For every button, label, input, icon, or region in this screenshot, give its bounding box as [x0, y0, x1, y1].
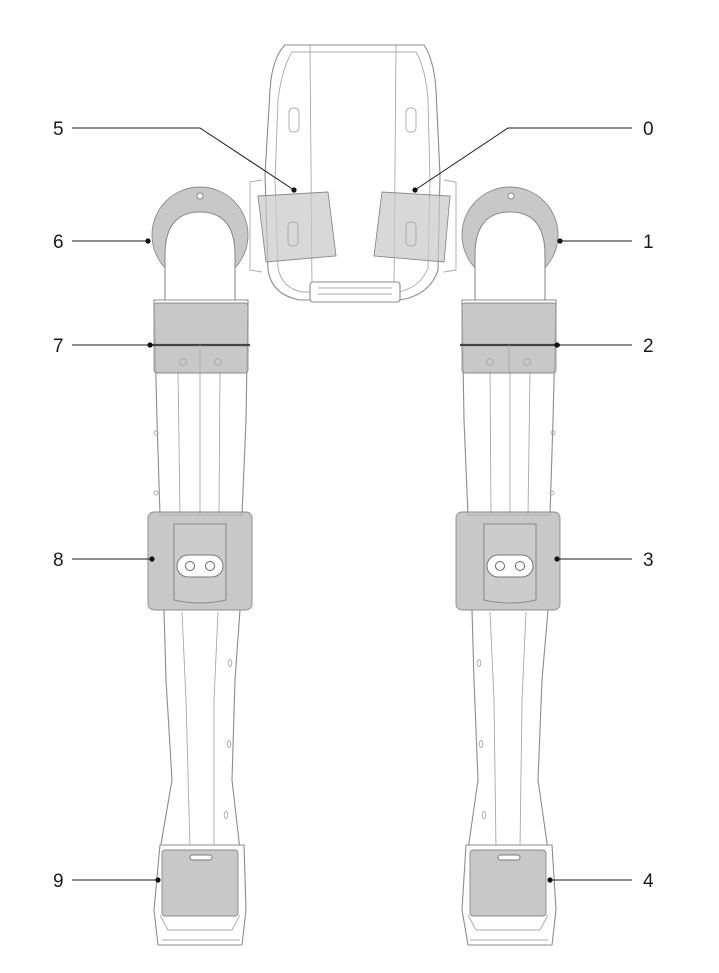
left-hip-pitch-zone	[257, 191, 337, 263]
callout-label-7: 7	[53, 336, 64, 357]
callout-label-0: 0	[643, 119, 654, 140]
right-leg	[455, 186, 561, 946]
left-hip-yaw-zone	[153, 302, 249, 374]
callout-label-8: 8	[53, 550, 64, 571]
callout-0: 0	[412, 119, 654, 193]
torso	[249, 44, 457, 303]
right-ankle-zone	[469, 849, 547, 917]
callout-label-4: 4	[643, 871, 654, 892]
callout-7: 7	[53, 336, 153, 357]
callout-4: 4	[547, 871, 654, 892]
callout-2: 2	[554, 336, 654, 357]
callout-label-9: 9	[53, 871, 64, 892]
left-ankle-zone	[161, 849, 239, 917]
callout-label-1: 1	[643, 232, 654, 253]
callout-label-5: 5	[53, 119, 64, 140]
callout-3: 3	[554, 550, 654, 571]
callout-1: 1	[557, 232, 654, 253]
callout-9: 9	[53, 871, 161, 892]
callout-label-2: 2	[643, 336, 654, 357]
left-leg	[147, 186, 253, 946]
right-hip-pitch-zone	[373, 191, 451, 263]
callout-8: 8	[53, 550, 155, 571]
callout-6: 6	[53, 232, 151, 253]
callout-label-3: 3	[643, 550, 654, 571]
callout-label-6: 6	[53, 232, 64, 253]
callout-5: 5	[53, 119, 297, 193]
